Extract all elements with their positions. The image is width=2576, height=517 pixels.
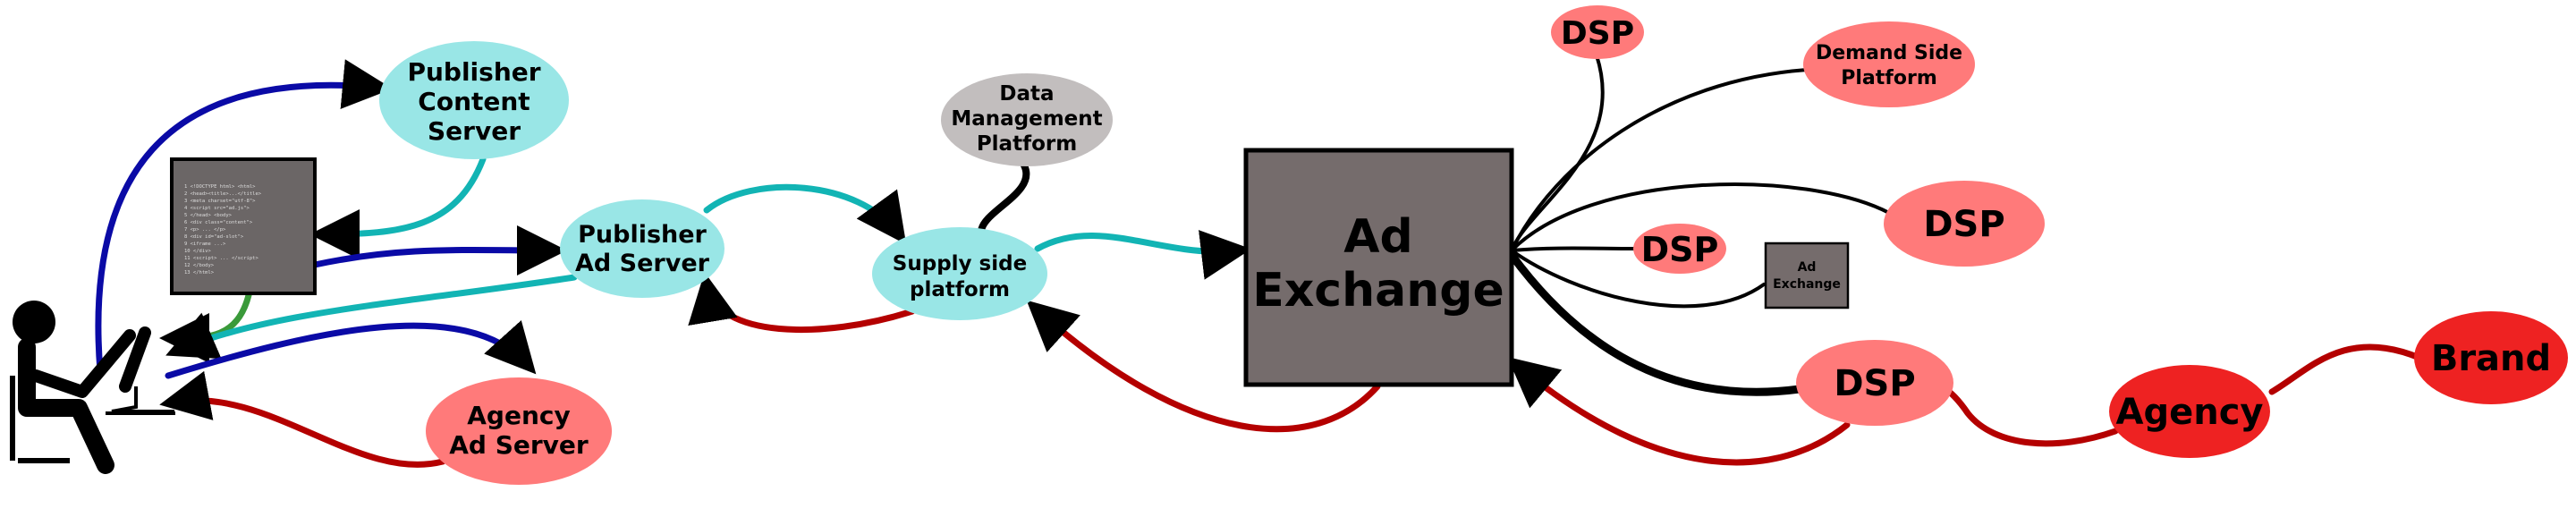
demand-side-platform-node: Demand Side Platform (1803, 21, 1975, 107)
brand-label: Brand (2431, 338, 2551, 379)
dsp-top-label: DSP (1561, 15, 1634, 52)
small-ad-exchange-node: Ad Exchange (1764, 242, 1850, 309)
svg-text:13 </html>: 13 </html> (184, 270, 215, 275)
edge-ssp-to-publisher-ad-server (688, 272, 916, 334)
svg-text:11 <script> ... </script>: 11 <script> ... </script> (184, 256, 258, 261)
agency-ad-server-line2: Ad Server (449, 430, 589, 460)
ad-exchange-line2: Exchange (1252, 264, 1504, 318)
edge-content-server-to-webpage (309, 156, 487, 259)
svg-text:6 <div class="content">: 6 <div class="content"> (184, 220, 253, 225)
publisher-content-server-line1: Publisher (407, 57, 540, 87)
publisher-ad-server-line1: Publisher (578, 221, 707, 249)
svg-text:12 </body>: 12 </body> (184, 263, 215, 268)
edge-publisher-ad-server-to-ssp (703, 183, 907, 245)
svg-text:7 <p> ... </p>: 7 <p> ... </p> (184, 227, 226, 233)
dmp-line2: Management (951, 107, 1102, 131)
dsp-small-label: DSP (1641, 230, 1719, 269)
svg-text:10 </div>: 10 </div> (184, 249, 211, 254)
svg-text:3 <meta charset="utf-8">: 3 <meta charset="utf-8"> (184, 199, 256, 204)
edge-exchange-to-demand-side-platform (1510, 68, 1809, 252)
demand-side-platform-line2: Platform (1841, 67, 1937, 89)
svg-text:8 <div id="ad-slot">: 8 <div id="ad-slot"> (184, 234, 244, 240)
svg-text:4 <script src="ad.js">: 4 <script src="ad.js"> (184, 206, 250, 211)
edge-dsp-bottom-to-ad-exchange (1507, 357, 1851, 466)
publisher-ad-server-line2: Ad Server (575, 250, 710, 277)
dsp-bottom-label: DSP (1834, 363, 1915, 404)
dsp-right-node: DSP (1884, 181, 2045, 267)
publisher-content-server-line2: Content (418, 87, 530, 116)
edge-user-to-content-server (95, 59, 393, 375)
edge-dmp-to-ssp (978, 162, 1030, 234)
svg-text:9 <iframe ...>: 9 <iframe ...> (184, 242, 226, 247)
seated-user-at-computer-icon (10, 301, 175, 474)
edge-exchange-to-dsp-small (1510, 246, 1637, 252)
ssp-line2: platform (910, 278, 1010, 301)
edge-agency-ad-server-to-user (159, 370, 446, 468)
dmp-line3: Platform (977, 132, 1077, 156)
brand-node: Brand (2414, 311, 2568, 404)
agency-ad-server-line1: Agency (467, 401, 571, 430)
agency-ad-server-node: Agency Ad Server (426, 377, 612, 485)
small-ad-exchange-line1: Ad (1798, 260, 1817, 275)
dsp-small-node: DSP (1633, 224, 1726, 274)
ad-exchange-node: Ad Exchange (1243, 148, 1514, 387)
publisher-content-server-node: Publisher Content Server (379, 41, 569, 159)
dsp-bottom-node: DSP (1796, 340, 1953, 426)
publisher-ad-server-node: Publisher Ad Server (560, 199, 724, 298)
edge-agency-to-dsp (1937, 381, 2119, 447)
edge-brand-to-agency (2268, 343, 2423, 395)
edge-exchange-to-small-ad-exchange (1510, 249, 1766, 309)
supply-side-platform-node: Supply side platform (872, 227, 1047, 320)
demand-side-platform-line1: Demand Side (1816, 42, 1962, 64)
edge-user-to-agency-ad-server (165, 320, 537, 379)
edge-ad-exchange-to-ssp (1026, 300, 1381, 433)
agency-label: Agency (2116, 392, 2264, 433)
svg-text:2 <head><title>...</title>: 2 <head><title>...</title> (184, 191, 262, 197)
small-ad-exchange-line2: Exchange (1773, 277, 1841, 292)
dsp-right-label: DSP (1923, 204, 2004, 245)
dmp-line1: Data (999, 82, 1054, 106)
edge-exchange-to-dsp-right (1510, 182, 1891, 252)
edge-ssp-to-ad-exchange (1034, 230, 1251, 280)
ad-exchange-line1: Ad (1343, 210, 1412, 264)
webpage-html-document-icon: 1 <!DOCTYPE html> <html> 2 <head><title>… (170, 157, 317, 295)
agency-node: Agency (2109, 365, 2270, 458)
edge-publisher-ad-server-to-user (165, 274, 578, 360)
dsp-top-node: DSP (1551, 5, 1644, 59)
svg-text:5 </head> <body>: 5 </head> <body> (184, 213, 233, 218)
svg-text:1 <!DOCTYPE html> <html>: 1 <!DOCTYPE html> <html> (184, 184, 256, 190)
ssp-line1: Supply side (893, 252, 1027, 275)
edge-exchange-to-dsp-bottom (1507, 250, 1804, 396)
data-management-platform-node: Data Management Platform (941, 73, 1113, 166)
publisher-content-server-line3: Server (428, 116, 521, 146)
edge-webpage-to-publisher-ad-server (311, 225, 567, 275)
